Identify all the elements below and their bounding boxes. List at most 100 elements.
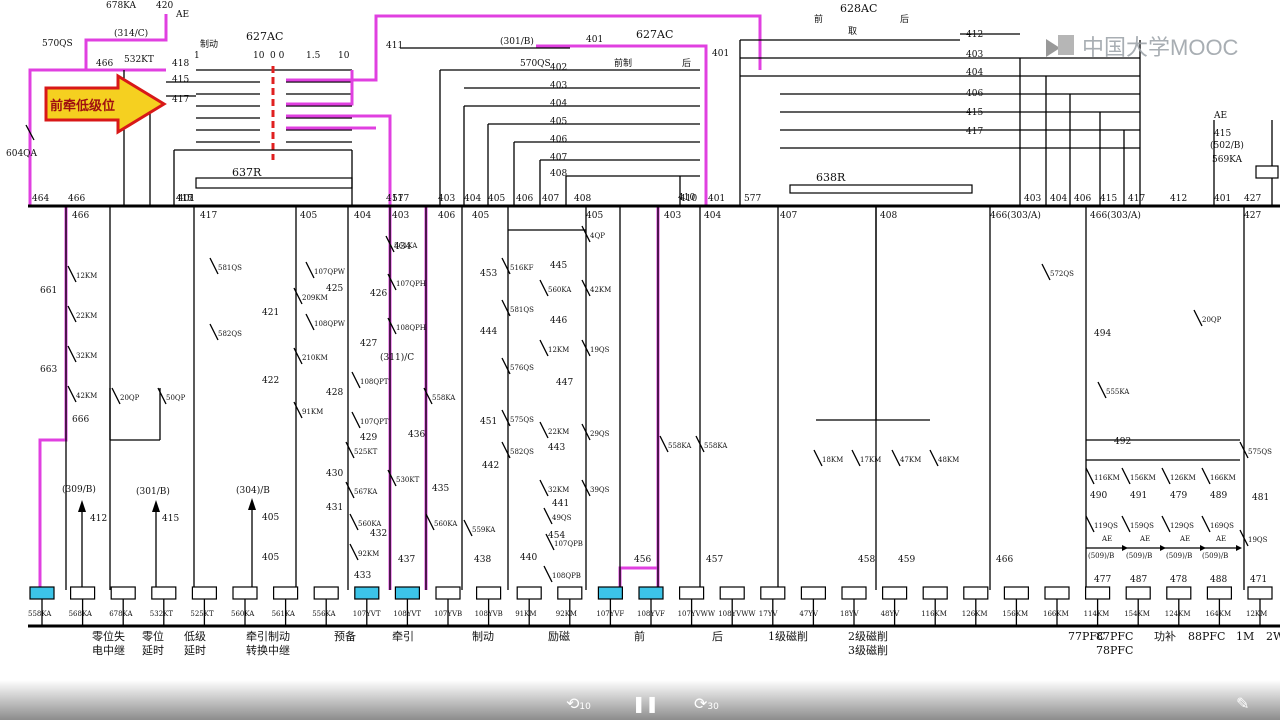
contact-blade [581, 423, 591, 441]
contact-label: 42KM [76, 392, 97, 400]
wire-number-low: 447 [556, 378, 573, 388]
rewind-icon[interactable]: ⟲10 [566, 694, 591, 713]
ae-arrow-head [1160, 545, 1166, 551]
wire-number-low: 454 [548, 531, 565, 541]
contact-blade [387, 317, 397, 335]
forward-icon[interactable]: ⟳30 [694, 694, 719, 713]
contact-label: 572QS [1050, 270, 1074, 278]
contact-blade [543, 565, 553, 583]
contact-label: 49QS [552, 514, 572, 522]
coil-label: 114KM [1084, 610, 1110, 618]
contact-blade [463, 519, 473, 537]
wire-404-c: 404 [550, 99, 567, 109]
contact-label: 50QP [166, 394, 186, 402]
contact-blade [111, 387, 121, 405]
group-label-line2: 电中继 [92, 644, 125, 657]
ref-509b: (509)/B [1088, 552, 1114, 560]
relay-coil [922, 586, 948, 600]
wire-number-low: 436 [408, 430, 425, 440]
label-466-top: 466 [96, 59, 113, 69]
contact-blade [387, 273, 397, 291]
cam-pos-15: 1.5 [306, 51, 321, 61]
edit-icon[interactable]: ✎ [1236, 694, 1250, 713]
group-label-line2: 延时 [184, 644, 206, 657]
contact-label: 108QPW [314, 320, 346, 328]
wire-number-top: 410 [680, 194, 697, 204]
contact-label: 108QPT [360, 378, 389, 386]
wire-number-low: 489 [1210, 491, 1227, 501]
controller-627ac-left: 627AC 制动 1 10 0 0 1.5 10 637R [173, 30, 353, 205]
label-502b: (502/B) [1210, 140, 1244, 151]
relay-coil [1084, 586, 1111, 600]
wire-number-top: 415 [176, 194, 193, 204]
wire-number-top: 412 [1170, 194, 1187, 204]
contact-label: 567KA [354, 488, 378, 496]
wire-number-low: 421 [262, 308, 279, 318]
coil-label: 108YVF [637, 610, 665, 618]
contact-label: 575QS [510, 416, 534, 424]
wire-417-r: 417 [966, 127, 983, 137]
contact-blade [209, 257, 219, 275]
rewind-seconds: 10 [579, 702, 591, 712]
wire-number-low: 440 [520, 553, 537, 563]
contact-blade [293, 287, 303, 305]
relay-coil [1206, 586, 1233, 600]
wire-number-top: 406 [516, 194, 533, 204]
controller-628ac: 628AC 前 后 取 412 403 404 406 415 417 638R [739, 2, 1141, 205]
group-label-line1: 零位 [142, 629, 164, 643]
wire-number-top: 403 [1024, 194, 1041, 204]
contact-label: 558KA [668, 442, 692, 450]
relay-coil [394, 586, 420, 600]
wire-number-mid: 417 [200, 211, 217, 221]
group-label-line2: 78PFC [1096, 644, 1133, 657]
contact-label: 561KA [394, 242, 418, 250]
label-604qa: 604QA [6, 149, 38, 159]
wire-number-mid: 466 [72, 211, 89, 221]
wire-405-c: 405 [550, 117, 567, 127]
label-303a-2: 466(303/A) [1090, 210, 1141, 221]
label-zhidong-top: 制动 [200, 38, 218, 50]
contact-blade [385, 235, 395, 253]
contact-label: 530KT [396, 476, 420, 484]
coil-label: 560KA [231, 610, 255, 618]
contact-label: 48KM [938, 456, 959, 464]
group-label-line1: 低级 [184, 630, 206, 643]
label-627ac-left: 627AC [246, 30, 283, 43]
contact-label: 575QS [1248, 448, 1272, 456]
wire-number-mid: 404 [704, 211, 721, 221]
cam-pos-10a: 10 [253, 51, 265, 61]
wire-403-r: 403 [966, 50, 983, 60]
wire-number-low: 459 [898, 555, 915, 565]
wire-number-low: 451 [480, 417, 497, 427]
wire-number-top: 401 [178, 194, 195, 204]
wire-417: 417 [172, 95, 189, 105]
callout-text: 前牵低级位 [50, 98, 115, 114]
group-label-line1: 1M [1236, 630, 1254, 643]
group-label-line1: 88PFC [1188, 630, 1225, 643]
contact-blade [1121, 515, 1131, 533]
contact-label: 29QS [590, 430, 610, 438]
wire-406-c: 406 [550, 135, 567, 145]
contact-blade [345, 441, 355, 459]
group-label-line1: 牵引制动 [246, 629, 290, 643]
contact-label: 558KA [704, 442, 728, 450]
relay-coil [557, 586, 583, 600]
video-player-bar: ⟲10 ❚❚ ⟳30 ✎ [0, 680, 1280, 720]
coil-label: 164KM [1205, 610, 1231, 618]
contact-blade [293, 347, 303, 365]
contact-blade [209, 323, 219, 341]
relay-coil [191, 586, 217, 600]
wire-number-low: 426 [370, 289, 387, 299]
wire-number-low: 661 [40, 286, 57, 296]
contact-blade [1201, 467, 1211, 485]
contact-label: 18KM [822, 456, 843, 464]
reference-labels: (309/B) (301/B) (304)/B (311)/C 466(303/… [62, 210, 1141, 590]
contact-blade [539, 339, 549, 357]
contact-blade [1097, 381, 1107, 399]
pause-icon[interactable]: ❚❚ [632, 694, 659, 713]
contact-blade [1041, 263, 1051, 281]
wire-number-low: 442 [482, 461, 499, 471]
relay-coil [151, 586, 177, 600]
